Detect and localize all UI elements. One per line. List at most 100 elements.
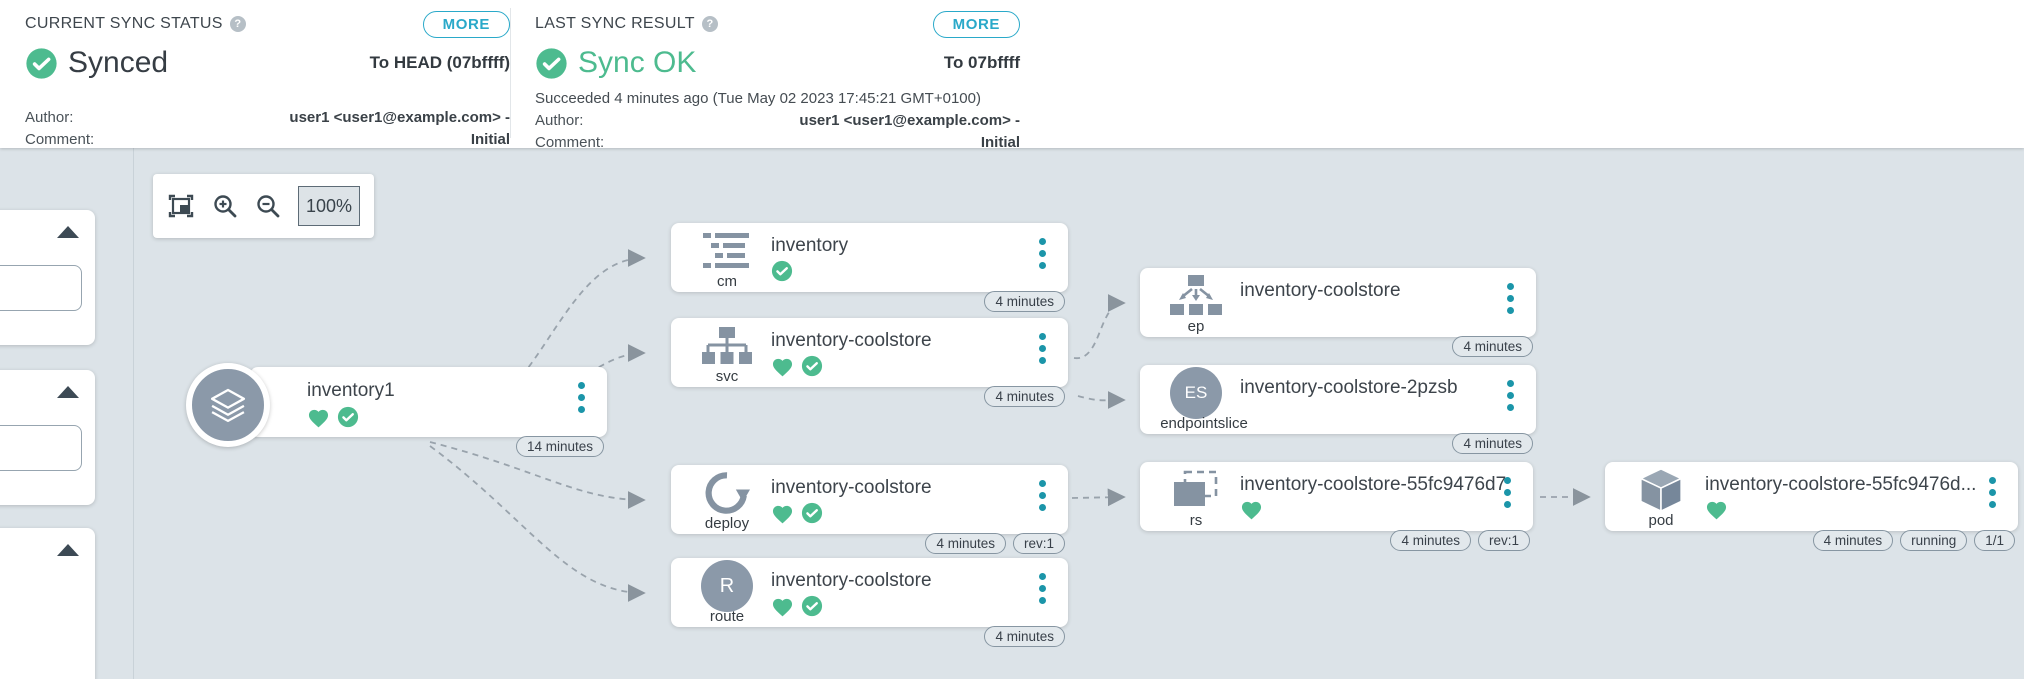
revision-badge: rev:1 (1012, 533, 1065, 554)
node-title: inventory-coolstore-55fc9476d... (1705, 474, 1977, 495)
node-title: inventory-coolstore (771, 477, 932, 498)
filter-card (0, 370, 95, 505)
node-replicaset-inventory-coolstore-55fc9476d7[interactable]: rs inventory-coolstore-55fc9476d7 4 minu… (1140, 462, 1533, 551)
resource-tree-area: c (0, 148, 2024, 679)
endpointslice-icon: ES (1166, 367, 1226, 419)
node-kind-label: cm (717, 273, 737, 290)
revision-badge: rev:1 (1477, 530, 1530, 551)
sync-succeeded-message: Succeeded 4 minutes ago (Tue May 02 2023… (535, 90, 981, 107)
node-title: inventory (771, 235, 849, 256)
node-endpoints-inventory-coolstore[interactable]: ep inventory-coolstore 4 minutes (1140, 268, 1536, 357)
comment-label: Comment: (535, 134, 605, 151)
filter-input[interactable] (0, 265, 82, 311)
author-value: user1 <user1@example.com> - (799, 112, 1020, 129)
node-deployment-inventory-coolstore[interactable]: deploy inventory-coolstore 4 minutes rev… (671, 465, 1068, 554)
node-kind-label: rs (1189, 512, 1203, 529)
node-menu-kebab[interactable] (1505, 281, 1516, 316)
endpoints-icon (1166, 274, 1226, 318)
author-label: Author: (25, 109, 74, 126)
node-route-inventory-coolstore[interactable]: R route inventory-coolstore 4 minutes (671, 558, 1068, 647)
synced-check-icon (801, 595, 823, 617)
node-menu-kebab[interactable] (1505, 378, 1516, 413)
node-kind-label: route (709, 608, 745, 625)
route-icon: R (697, 560, 757, 612)
zoom-level-input[interactable]: 100% (298, 186, 360, 226)
help-icon[interactable]: ? (229, 16, 246, 32)
synced-check-icon (801, 502, 823, 524)
comment-value: Initial (470, 131, 510, 148)
node-pod-inventory-coolstore-55fc9476d7[interactable]: pod inventory-coolstore-55fc9476d... 4 m… (1605, 462, 2018, 551)
node-menu-kebab[interactable] (1037, 236, 1048, 271)
age-badge: 4 minutes (925, 533, 1006, 554)
age-badge: 4 minutes (1390, 530, 1471, 551)
current-sync-more-button[interactable]: MORE (422, 10, 510, 38)
age-badge: 14 minutes (515, 436, 604, 457)
last-sync-revision: To 07bffff (943, 53, 1020, 72)
node-menu-kebab[interactable] (1037, 478, 1048, 513)
node-configmap-inventory[interactable]: cm inventory 4 minutes (671, 223, 1068, 312)
node-service-inventory-coolstore[interactable]: svc inventory-coolstore 4 minutes (671, 318, 1068, 407)
layers-icon (210, 388, 246, 423)
current-sync-status-value: Synced (68, 46, 169, 79)
comment-value: Initial (980, 134, 1020, 151)
age-badge: 4 minutes (1452, 433, 1533, 454)
current-sync-revision: To HEAD (07bffff) (369, 53, 510, 72)
filter-card (0, 210, 95, 345)
fit-to-screen-icon[interactable] (167, 193, 195, 219)
node-kind-label: deploy (704, 515, 750, 532)
node-menu-kebab[interactable] (1037, 331, 1048, 366)
zoom-in-icon[interactable] (212, 193, 238, 219)
help-icon[interactable]: ? (701, 16, 718, 32)
last-sync-result-title: LAST SYNC RESULT (535, 15, 695, 32)
status-badge: running (1900, 530, 1968, 551)
node-title: inventory-coolstore (771, 330, 932, 351)
pod-icon (1631, 468, 1691, 513)
node-menu-kebab[interactable] (1987, 475, 1998, 510)
healthy-heart-icon (771, 596, 794, 617)
age-badge: 4 minutes (984, 386, 1065, 407)
age-badge: 4 minutes (984, 626, 1065, 647)
sync-status-bar: CURRENT SYNC STATUS ? MORE Synced To HEA… (0, 0, 2024, 151)
configmap-icon (697, 229, 757, 273)
healthy-heart-icon (1240, 499, 1263, 520)
synced-check-icon (771, 260, 793, 282)
synced-check-icon (337, 406, 359, 428)
service-icon (697, 324, 757, 368)
node-endpointslice-inventory-coolstore-2pzsb[interactable]: ES endpointslice inventory-coolstore-2pz… (1140, 365, 1536, 454)
node-menu-kebab[interactable] (576, 380, 587, 415)
meta-labels: Author: Comment: (535, 110, 604, 154)
current-sync-status-title: CURRENT SYNC STATUS (25, 15, 223, 32)
healthy-heart-icon (307, 407, 330, 428)
replicaset-icon (1166, 468, 1226, 512)
node-kind-label: pod (1648, 512, 1674, 529)
node-title: inventory-coolstore (1240, 280, 1401, 301)
application-icon[interactable] (186, 363, 270, 447)
chevron-up-icon[interactable] (57, 544, 79, 556)
current-sync-status-panel: CURRENT SYNC STATUS ? MORE Synced To HEA… (25, 0, 510, 148)
chevron-up-icon[interactable] (57, 386, 79, 398)
node-kind-label: ep (1187, 318, 1205, 335)
synced-check-icon (25, 47, 58, 80)
zoom-out-icon[interactable] (255, 193, 281, 219)
ready-badge: 1/1 (1974, 530, 2015, 551)
node-menu-kebab[interactable] (1037, 571, 1048, 606)
node-title: inventory-coolstore (771, 570, 932, 591)
last-sync-more-button[interactable]: MORE (932, 10, 1020, 38)
age-badge: 4 minutes (1812, 530, 1894, 551)
node-title: inventory-coolstore-2pzsb (1240, 377, 1458, 398)
node-application-inventory1[interactable]: inventory1 14 minutes (250, 367, 607, 457)
sidebar-divider (133, 148, 134, 679)
filter-input[interactable] (0, 425, 82, 471)
chevron-up-icon[interactable] (57, 226, 79, 238)
node-kind-label: svc (715, 368, 739, 385)
node-title: inventory1 (307, 380, 395, 401)
last-sync-result-panel: LAST SYNC RESULT ? MORE Sync OK To 07bff… (535, 0, 1020, 151)
meta-labels: Author: Comment: (25, 107, 94, 151)
filter-card: c (0, 528, 95, 679)
route-avatar: R (701, 560, 753, 612)
node-menu-kebab[interactable] (1502, 475, 1513, 510)
deployment-icon (697, 471, 757, 515)
endpointslice-avatar: ES (1170, 367, 1222, 419)
healthy-heart-icon (771, 503, 794, 524)
